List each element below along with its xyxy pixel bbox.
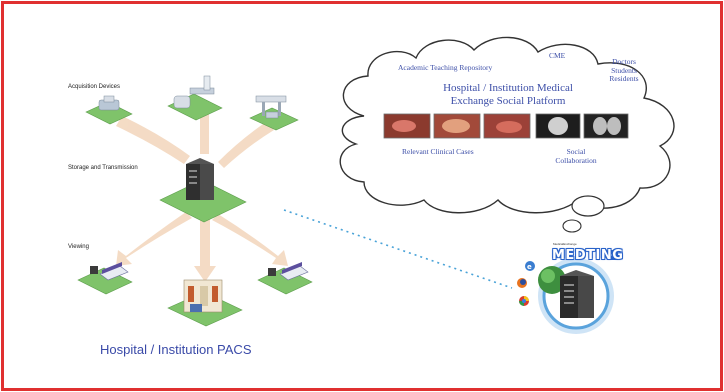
medting-server — [538, 250, 618, 334]
acquisition-device-center — [167, 75, 223, 121]
cloud-label-relevant-cases: Relevant Clinical Cases — [402, 147, 474, 156]
pacs-title: Hospital / Institution PACS — [100, 342, 252, 357]
audience-doctors: Doctors — [612, 57, 636, 66]
stage-label-viewing: Viewing — [68, 244, 89, 250]
viewing-station-center — [167, 279, 243, 327]
medting-brand: MEDTING — [552, 248, 624, 263]
platform-title-line1: Hospital / Institution Medical — [443, 82, 573, 94]
stage-label-acquisition: Acquisition Devices — [68, 84, 121, 90]
arrow-storage-to-view-center — [194, 216, 216, 282]
arrow-storage-to-view-right — [212, 214, 288, 266]
viewing-station-left — [77, 262, 133, 295]
cloud-label-academic: Academic Teaching Repository — [398, 63, 493, 72]
arrow-acq-center-to-storage — [200, 112, 209, 154]
arrow-storage-to-view-left — [116, 212, 192, 266]
ie-browser-icon — [525, 261, 535, 271]
cloud-label-social-collaboration: Social Collaboration — [552, 147, 600, 165]
dotted-link — [283, 209, 513, 289]
diagram-canvas: e — [77, 36, 675, 334]
brand-subtitle: MedicalExchange — [553, 242, 577, 246]
acquisition-device-right — [249, 95, 299, 131]
stage-label-storage: Storage and Transmission — [68, 165, 138, 171]
storage-server — [159, 158, 247, 223]
browser-icons: e — [517, 261, 535, 306]
social-collab-line2: Collaboration — [555, 155, 597, 165]
platform-title: Hospital / Institution Medical Exchange … — [428, 82, 588, 107]
audience-students: Students — [611, 65, 637, 75]
clinical-case-thumbnails — [383, 113, 629, 139]
cloud-label-cme: CME — [549, 51, 566, 60]
platform-title-line2: Exchange Social Platform — [450, 94, 566, 107]
svg-text:e: e — [527, 263, 532, 271]
acquisition-device-left — [85, 95, 133, 125]
viewing-station-right — [257, 262, 313, 295]
flow-arrows — [116, 112, 288, 282]
cloud-label-audience: Doctors Students Residents — [602, 57, 646, 84]
arrow-acq-right-to-storage — [218, 122, 274, 168]
arrow-acq-left-to-storage — [116, 116, 190, 164]
audience-residents: Residents — [609, 74, 639, 84]
social-collab-line1: Social — [566, 147, 586, 156]
